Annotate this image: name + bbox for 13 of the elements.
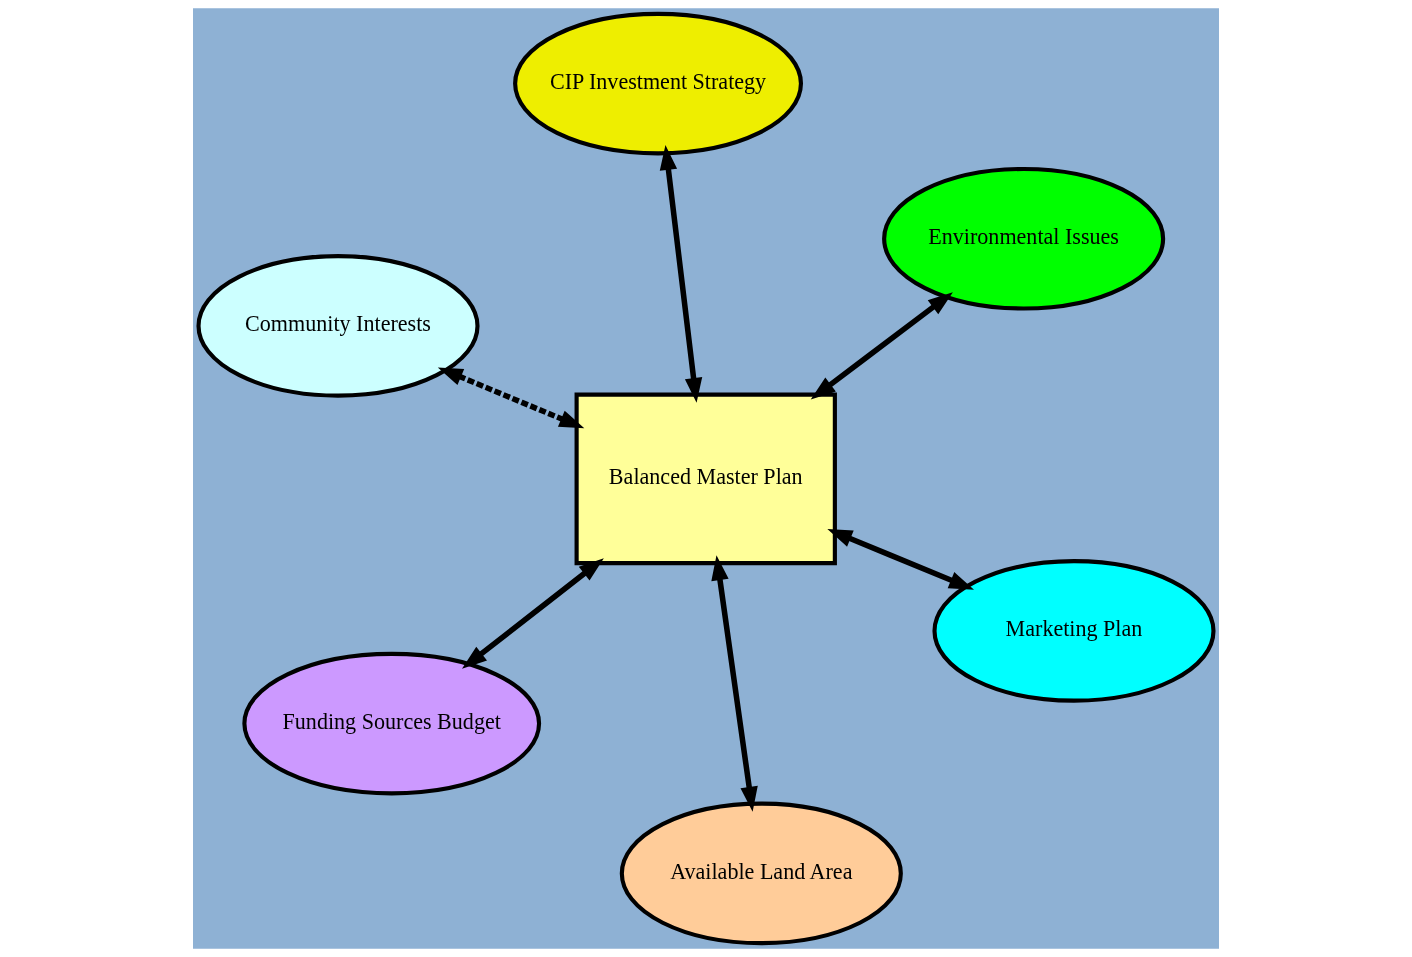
- node-box: Balanced Master Plan: [574, 392, 837, 566]
- node-ellipse: Environmental Issues: [882, 166, 1166, 311]
- node-ellipse: CIP Investment Strategy: [513, 11, 804, 156]
- node-ellipse: Community Interests: [196, 254, 480, 398]
- arrow: [437, 367, 585, 429]
- node-ellipse: Funding Sources Budget: [242, 651, 542, 796]
- arrow: [827, 529, 975, 590]
- arrow: [810, 292, 953, 400]
- node-ellipse: Marketing Plan: [932, 559, 1216, 703]
- arrow: [711, 555, 758, 812]
- node-ellipse: Available Land Area: [619, 801, 903, 946]
- arrow: [461, 558, 604, 669]
- arrow: [659, 145, 703, 403]
